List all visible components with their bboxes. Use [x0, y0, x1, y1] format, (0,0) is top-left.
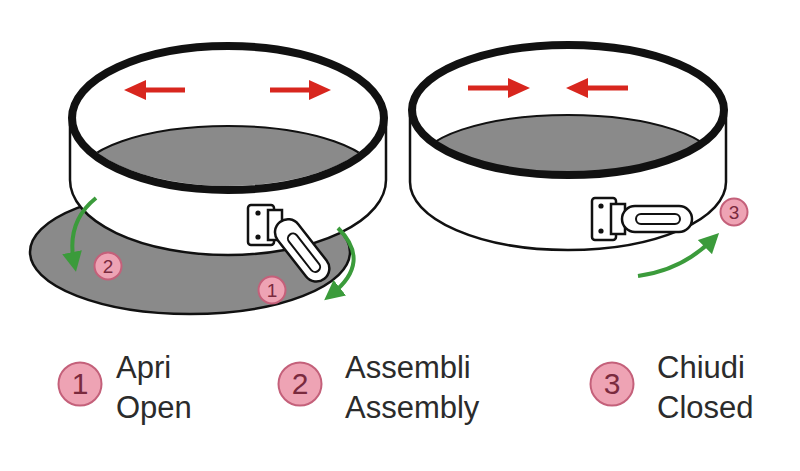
open-pan [30, 43, 388, 314]
step-label: Apri [116, 352, 171, 383]
callout-number: 2 [292, 369, 309, 399]
callout-circle: 2 [93, 251, 123, 281]
open-arrow [332, 228, 354, 294]
callout-circle-shape [591, 363, 634, 406]
closed-pan [408, 40, 728, 276]
callout-circle-shape [721, 199, 748, 226]
step-label: Open [116, 392, 192, 423]
callout-circle: 2 [277, 361, 323, 407]
close-arrow [638, 240, 712, 276]
callout-circle: 3 [589, 361, 635, 407]
callout-circle-shape [59, 363, 102, 406]
callout-circle: 1 [57, 361, 103, 407]
pan-rim [412, 45, 724, 175]
closed-latch [592, 198, 692, 240]
step-label: Assembly [345, 392, 479, 423]
step-label: Closed [657, 392, 754, 423]
step-label: Assembli [345, 352, 471, 383]
callout-number: 3 [604, 369, 621, 399]
open-latch [248, 205, 335, 287]
assembly-arrow [72, 198, 96, 262]
callout-number: 1 [72, 369, 89, 399]
close-arrows [468, 78, 628, 98]
step-label: Chiudi [657, 352, 745, 383]
callout-number: 3 [729, 203, 740, 222]
callout-number: 2 [103, 257, 114, 276]
callout-circle-shape [259, 277, 286, 304]
callout-number: 1 [267, 281, 278, 300]
callout-circle: 1 [257, 275, 287, 305]
open-arrows [124, 80, 331, 100]
callout-circle-shape [95, 253, 122, 280]
pan-wall [410, 110, 726, 250]
callout-circle-shape [279, 363, 322, 406]
pan-rim [72, 46, 384, 190]
callout-circle: 3 [719, 197, 749, 227]
